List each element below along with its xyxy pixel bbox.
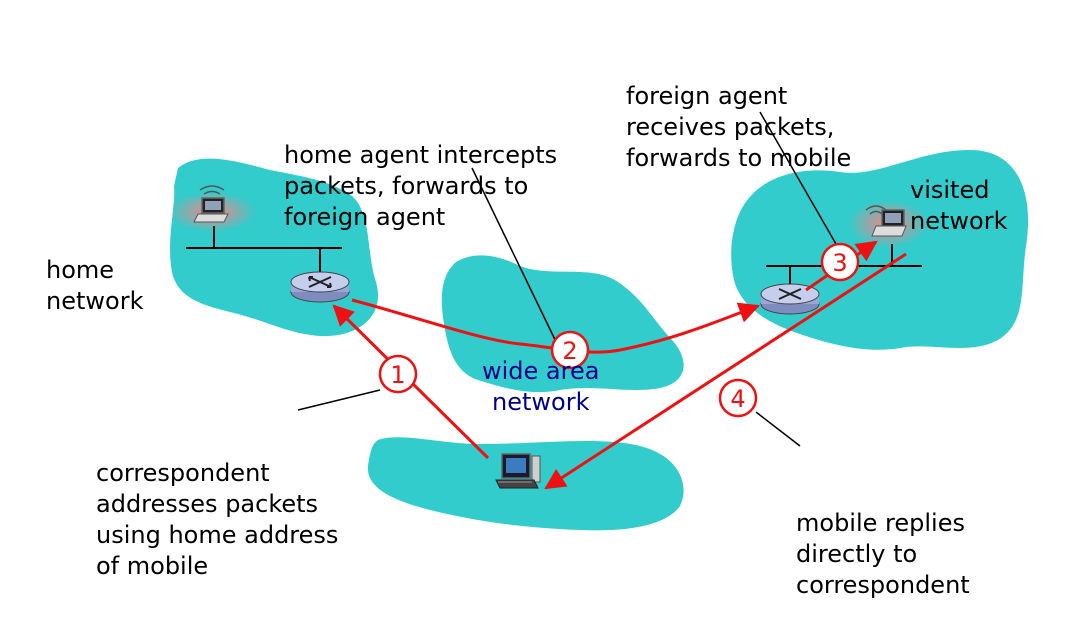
wireless-signal-icon xyxy=(199,185,225,195)
path-mobile-to-correspondent xyxy=(544,252,907,490)
step-badge-3: 3 xyxy=(820,242,860,282)
svg-text:4: 4 xyxy=(730,385,745,413)
visited-laptop-icon xyxy=(848,200,928,248)
svg-text:1: 1 xyxy=(390,361,405,389)
step-badge-1: 1 xyxy=(378,354,418,394)
desktop-computer-icon xyxy=(495,453,541,489)
wireless-signal-icon xyxy=(865,205,887,215)
step-badge-2: 2 xyxy=(550,330,590,370)
wide-area-network-cloud xyxy=(441,255,684,393)
visited-router-icon xyxy=(760,283,820,315)
home-laptop-icon xyxy=(168,185,256,232)
step-badge-4: 4 xyxy=(718,378,758,418)
svg-text:2: 2 xyxy=(562,337,577,365)
home-router-icon xyxy=(290,271,350,303)
annotation-pointers xyxy=(297,111,837,447)
svg-text:3: 3 xyxy=(832,249,847,277)
